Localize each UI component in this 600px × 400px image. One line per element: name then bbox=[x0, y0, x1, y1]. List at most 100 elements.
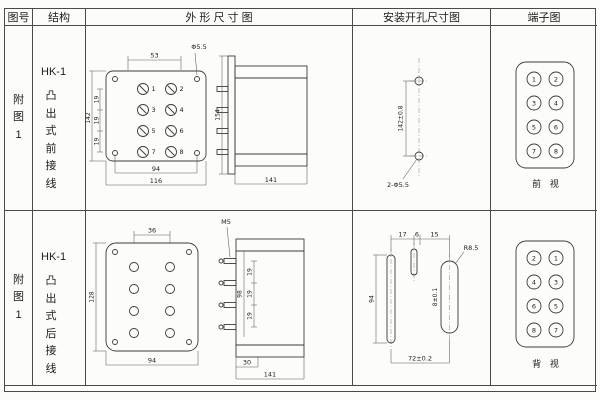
terminal-num-5: 5 bbox=[152, 127, 156, 135]
row1-model-label: HK-1 bbox=[41, 66, 67, 78]
front-terminal-6: 6 bbox=[554, 123, 558, 131]
header-mounting-label: 安装开孔尺寸图 bbox=[383, 12, 460, 24]
dim-19-r2-3: 19 bbox=[247, 312, 254, 320]
dim-142-tol: 142±0.8 bbox=[398, 105, 405, 131]
terminal-num-2: 2 bbox=[180, 85, 184, 93]
row2-figure-cell: 附图1 bbox=[5, 211, 33, 386]
rear-terminal-l3: 6 bbox=[532, 302, 536, 310]
row1-figure-cell: 附图1 bbox=[5, 26, 33, 211]
mounting-cutouts bbox=[386, 248, 459, 344]
row2-outline-cell: 36 128 94 M5 98 19 19 19 30 141 bbox=[86, 211, 353, 386]
front-terminal-8: 8 bbox=[554, 147, 558, 155]
front-view-label: 前 视 bbox=[532, 178, 562, 190]
front-terminal-5: 5 bbox=[532, 123, 536, 131]
header-figure-label: 图号 bbox=[7, 12, 30, 24]
terminal-num-1: 1 bbox=[152, 85, 156, 93]
row2-structure-cell: HK-1 凸出式后接线 bbox=[33, 211, 86, 386]
dim-72-tol: 72±0.2 bbox=[408, 355, 432, 363]
dimension-table: 图号 结构 外 形 尺 寸 图 安装开孔尺寸图 端子图 附图1 HK-1 凸出式… bbox=[4, 8, 597, 392]
dim-94: 94 bbox=[152, 165, 160, 173]
dim-142: 142 bbox=[86, 112, 92, 124]
dim-128: 128 bbox=[89, 291, 96, 303]
dim-19-r2-1: 19 bbox=[247, 268, 254, 276]
row2-wiring-label: 凸出式后接线 bbox=[45, 275, 57, 375]
terminal-num-6: 6 bbox=[180, 127, 184, 135]
row2-model-label: HK-1 bbox=[41, 251, 67, 263]
rear-terminal-tl: 2 bbox=[532, 254, 536, 262]
row1-structure-cell: HK-1 凸出式前接线 bbox=[33, 26, 86, 211]
terminal-num-4: 4 bbox=[180, 106, 184, 114]
dim-slot-width: 8±0.1 bbox=[432, 288, 439, 307]
dim-19-1: 19 bbox=[94, 96, 101, 104]
relay-side-view bbox=[216, 55, 308, 175]
row1-mounting-cell: 142±0.8 2-Φ5.5 bbox=[353, 26, 491, 211]
front-terminal-4: 4 bbox=[554, 99, 558, 107]
dim-r85: R8.5 bbox=[464, 244, 479, 252]
terminal-numbers-rear: 2 1 4 3 6 5 8 7 背 视 bbox=[532, 254, 559, 370]
rear-terminal-r4: 7 bbox=[554, 326, 558, 334]
header-structure: 结构 bbox=[33, 9, 86, 26]
relay-rear-view bbox=[105, 242, 199, 352]
dim-2-phi55: 2-Φ5.5 bbox=[387, 181, 409, 189]
dim-17: 17 bbox=[398, 231, 406, 239]
relay-rear-side-view bbox=[218, 238, 305, 358]
dim-94-cutout: 94 bbox=[369, 295, 376, 303]
terminal-num-8: 8 bbox=[180, 148, 184, 156]
front-terminal-1: 1 bbox=[532, 75, 536, 83]
header-outline-dims: 外 形 尺 寸 图 bbox=[86, 9, 353, 26]
row1-outline-drawing: 53 Φ5.5 142 19 19 19 94 116 154 141 1 2 … bbox=[86, 43, 308, 186]
rear-terminal-tr: 1 bbox=[554, 254, 558, 262]
dim-m5: M5 bbox=[221, 218, 231, 226]
header-mounting-dims: 安装开孔尺寸图 bbox=[353, 9, 491, 26]
dim-94-rear: 94 bbox=[148, 357, 156, 365]
row2-figure-label: 附图1 bbox=[13, 273, 24, 321]
dim-30: 30 bbox=[243, 359, 251, 367]
dim-53: 53 bbox=[150, 52, 158, 60]
dim-19-2: 19 bbox=[94, 117, 101, 125]
row1-mounting-dim-lines bbox=[402, 80, 418, 180]
rear-terminal-l2: 4 bbox=[532, 278, 536, 286]
front-terminal-2: 2 bbox=[554, 75, 558, 83]
row1-figure-label: 附图1 bbox=[13, 93, 24, 141]
row1-terminal-cell: 1 2 3 4 5 6 7 8 前 视 bbox=[491, 26, 597, 211]
row1-wiring-label: 凸出式前接线 bbox=[45, 90, 57, 190]
dim-141-rear: 141 bbox=[264, 371, 276, 379]
row2-terminal-cell: 2 1 4 3 6 5 8 7 背 视 bbox=[491, 211, 597, 386]
dim-141: 141 bbox=[265, 176, 277, 184]
terminal-body-front bbox=[515, 61, 575, 169]
header-figure-no: 图号 bbox=[5, 9, 33, 26]
bottom-strip bbox=[5, 386, 597, 392]
rear-terminal-r2: 3 bbox=[554, 278, 558, 286]
row2-mounting-dim-text: 17 6 15 94 R8.5 8±0.1 72±0.2 bbox=[369, 231, 479, 363]
rear-terminal-r3: 5 bbox=[554, 302, 558, 310]
dim-19-3: 19 bbox=[94, 138, 101, 146]
row1-terminal-diagram: 1 2 3 4 5 6 7 8 前 视 bbox=[515, 61, 575, 190]
header-outline-label: 外 形 尺 寸 图 bbox=[185, 12, 253, 24]
dim-98: 98 bbox=[237, 290, 244, 298]
dim-36: 36 bbox=[148, 227, 156, 235]
terminal-num-3: 3 bbox=[152, 106, 156, 114]
row2-mounting-cell: 17 6 15 94 R8.5 8±0.1 72±0.2 bbox=[353, 211, 491, 386]
row2-outline-dim-lines bbox=[93, 226, 305, 380]
front-terminal-7: 7 bbox=[532, 147, 536, 155]
row2-outline-dim-text: 36 128 94 M5 98 19 19 19 30 141 bbox=[89, 218, 277, 379]
row1-outline-dim-text: 53 Φ5.5 142 19 19 19 94 116 154 141 1 2 … bbox=[86, 43, 277, 185]
row2-terminal-diagram: 2 1 4 3 6 5 8 7 背 视 bbox=[515, 240, 575, 370]
header-terminal-label: 端子图 bbox=[527, 12, 561, 24]
terminal-body-rear bbox=[515, 240, 575, 348]
dim-154: 154 bbox=[215, 109, 222, 121]
dim-15: 15 bbox=[430, 231, 438, 239]
dim-116: 116 bbox=[150, 177, 162, 185]
header-structure-label: 结构 bbox=[48, 12, 70, 24]
rear-terminal-l4: 8 bbox=[532, 326, 536, 334]
row1-mounting-drawing: 142±0.8 2-Φ5.5 bbox=[387, 58, 429, 189]
row2-mounting-drawing: 17 6 15 94 R8.5 8±0.1 72±0.2 bbox=[369, 231, 479, 364]
header-terminal-diagram: 端子图 bbox=[491, 9, 597, 26]
dim-19-r2-2: 19 bbox=[247, 290, 254, 298]
row2-outline-drawing: 36 128 94 M5 98 19 19 19 30 141 bbox=[89, 218, 305, 380]
relay-front-view bbox=[105, 70, 207, 162]
dim-hole-phi55: Φ5.5 bbox=[191, 43, 206, 51]
row1-mounting-dim-text: 142±0.8 2-Φ5.5 bbox=[387, 105, 409, 189]
terminal-numbers-front: 1 2 3 4 5 6 7 8 前 视 bbox=[532, 75, 562, 190]
